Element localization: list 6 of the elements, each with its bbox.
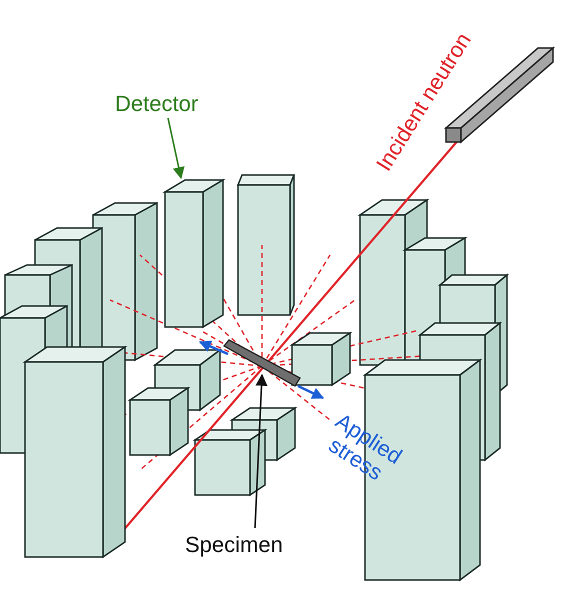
specimen-bar [223, 339, 301, 387]
leader-line [167, 118, 185, 180]
leader-line [254, 374, 268, 528]
detector-block [162, 178, 226, 328]
specimen-label: Specimen [185, 533, 283, 558]
detector-label: Detector [115, 92, 198, 116]
